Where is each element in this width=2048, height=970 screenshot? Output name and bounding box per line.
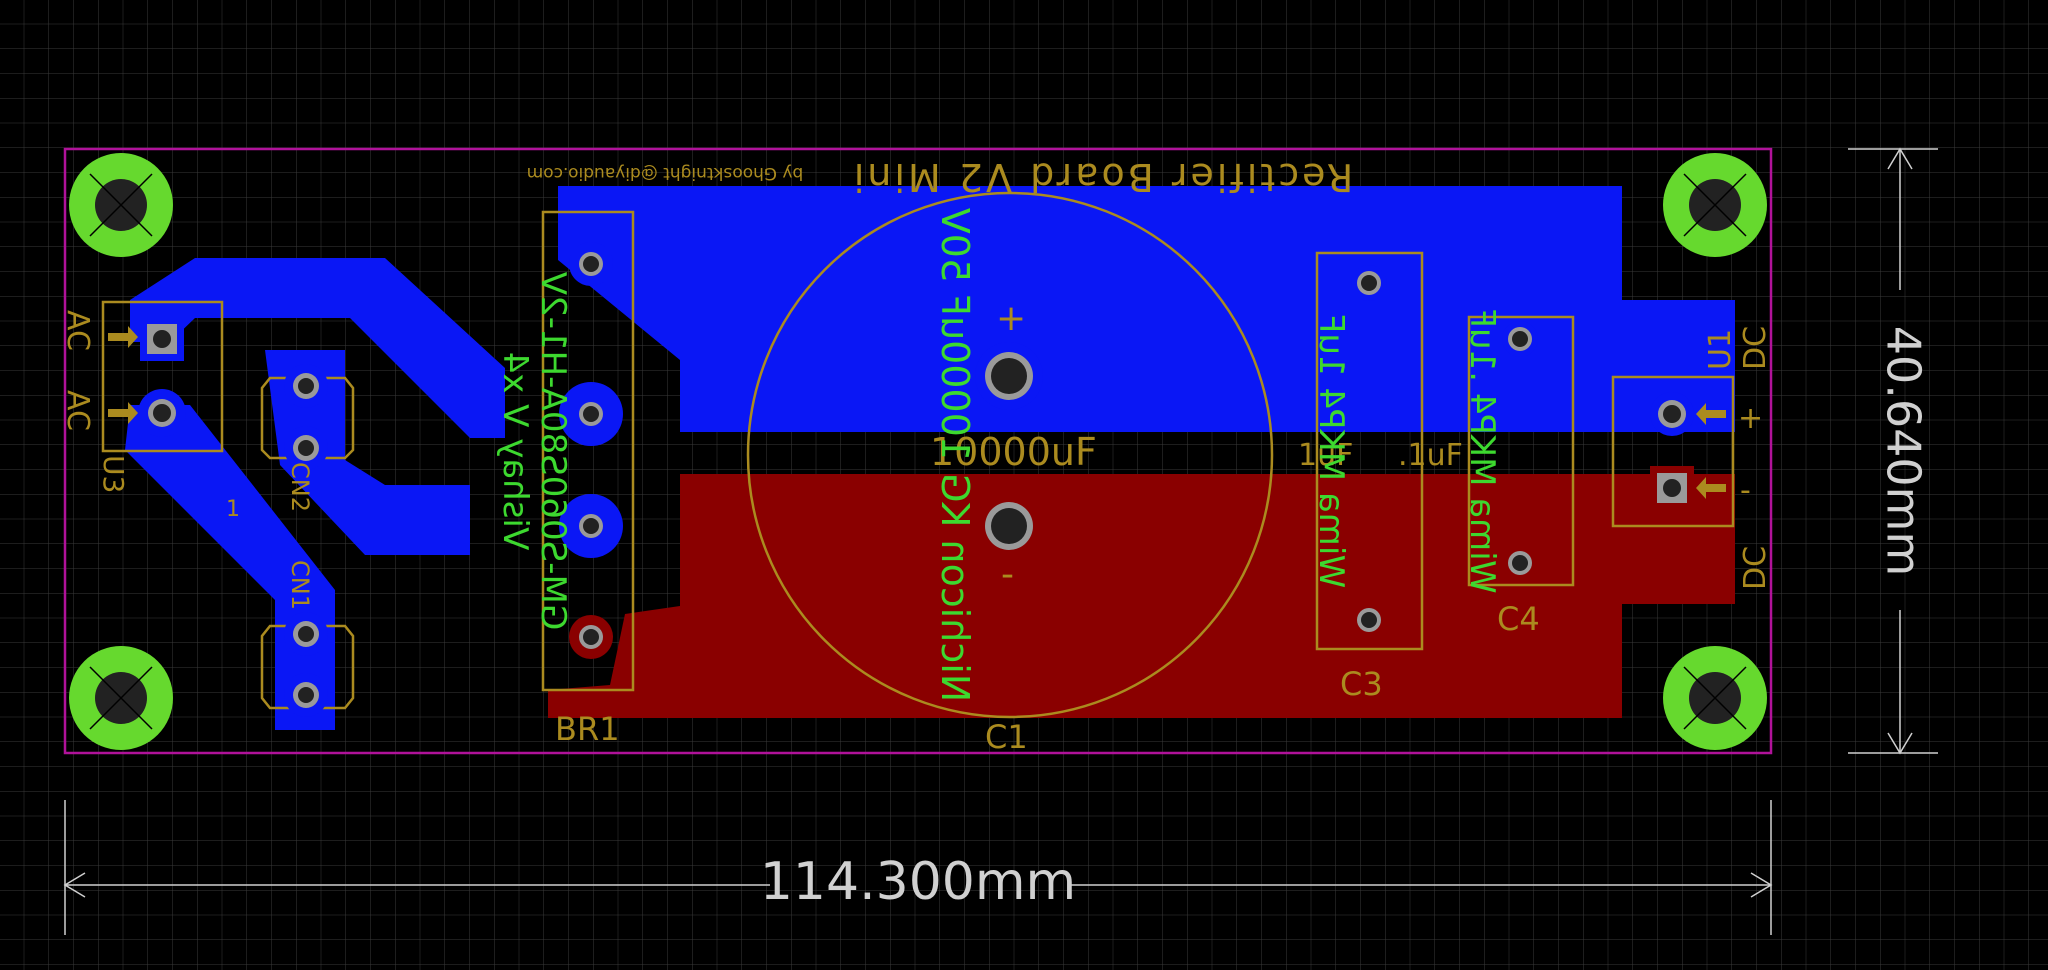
cn2-designator: CN2 [286,462,314,512]
br1-pad-1 [569,242,613,286]
u1-designator: U1 [1703,329,1738,370]
c1-designator: C1 [985,718,1028,756]
board-credit-mirrored: by Ghoosktnight @diyaudio.com [527,163,804,183]
u1-dc-top: DC [1738,326,1773,370]
u1-pad-plus [1650,392,1694,436]
c4-outline [1467,315,1575,587]
br1-note: Vishay V x4 [495,352,535,551]
silkscreen-labels: BR1 C1 C3 C4 10000uF 1uF .1uF + - U1 DC … [60,298,1773,756]
u3-pad-1 [140,317,184,361]
silkscreen-outlines [101,191,1735,719]
c3-body-text: Wima MKP4 1uF [1311,314,1351,588]
cn1-pad-1 [284,612,328,656]
height-dimension-label: 40.640mm [1877,326,1931,577]
mount-hole-top-right [1663,153,1767,257]
width-dimension-label: 114.300mm [760,852,1076,912]
cn1-designator: CN1 [286,560,314,610]
c4-designator: C4 [1497,600,1540,638]
c1-value: 10000uF [930,430,1097,474]
cn1-pad-2 [284,673,328,717]
mount-hole-bottom-right [1663,646,1767,750]
c1-pad-plus [975,342,1043,410]
u3-outline [101,300,224,453]
mount-hole-top-left [69,153,173,257]
c4-pad-1 [1502,321,1538,357]
u1-pad-minus [1650,466,1694,510]
br1-pad-4 [569,615,613,659]
u1-outline [1611,375,1735,528]
u1-dc-bottom: DC [1738,546,1773,590]
c1-minus-sign: - [1001,554,1014,595]
c4-body-text: Wima MKP4 .1uF [1462,308,1502,593]
board-title-mirrored: Rectifier Board V2 Mini [851,155,1353,199]
mounting-holes[interactable] [69,153,1767,750]
u3-ac2: AC [60,390,95,431]
c1-body-text: Nichicon KG 10000uF 50V [933,208,977,703]
misc-mark: 1 [226,497,240,522]
u3-arrow-2 [108,402,138,424]
u1-arrow-2 [1696,477,1726,499]
br1-pad-3 [559,494,623,558]
dimension-height [1848,147,1938,755]
c4-pad-2 [1502,545,1538,581]
c1-pad-minus [975,492,1043,560]
u3-pad-2 [138,389,186,437]
cn1-outline [260,624,355,710]
c3-outline [1315,251,1424,651]
cn2-pad-2 [284,426,328,470]
c3-value: 1uF [1298,438,1353,473]
c1-plus-sign: + [996,298,1026,339]
c3-pad-1 [1351,265,1387,301]
dimension-width [63,800,1773,935]
c3-pad-2 [1351,602,1387,638]
cn2-pad-1 [284,364,328,408]
pads[interactable] [138,242,1694,717]
trace-ac-upper [130,258,505,438]
mount-hole-bottom-left [69,646,173,750]
trace-ac-lower [125,405,335,730]
br1-outline [541,210,635,692]
top-copper[interactable] [125,186,1735,730]
br1-designator: BR1 [555,710,620,748]
board-outline[interactable] [63,147,1773,755]
u1-arrow-1 [1696,403,1726,425]
u3-arrow-1 [108,326,138,348]
br1-pad-2 [559,382,623,446]
u3-designator: U3 [97,455,130,493]
c4-value: .1uF [1398,438,1463,473]
top-copper-pour [558,186,1735,432]
c3-designator: C3 [1340,665,1383,703]
u1-plus: + [1738,401,1763,436]
pin-markers [108,326,1726,499]
c1-outline [746,191,1274,719]
u3-ac1: AC [60,310,95,351]
u1-minus: - [1740,473,1751,508]
cn2-outline [260,376,355,460]
br1-value: GM-S060S80A-H1-2V [533,272,573,630]
value-labels: GM-S060S80A-H1-2V Vishay V x4 Nichicon K… [495,208,1502,703]
